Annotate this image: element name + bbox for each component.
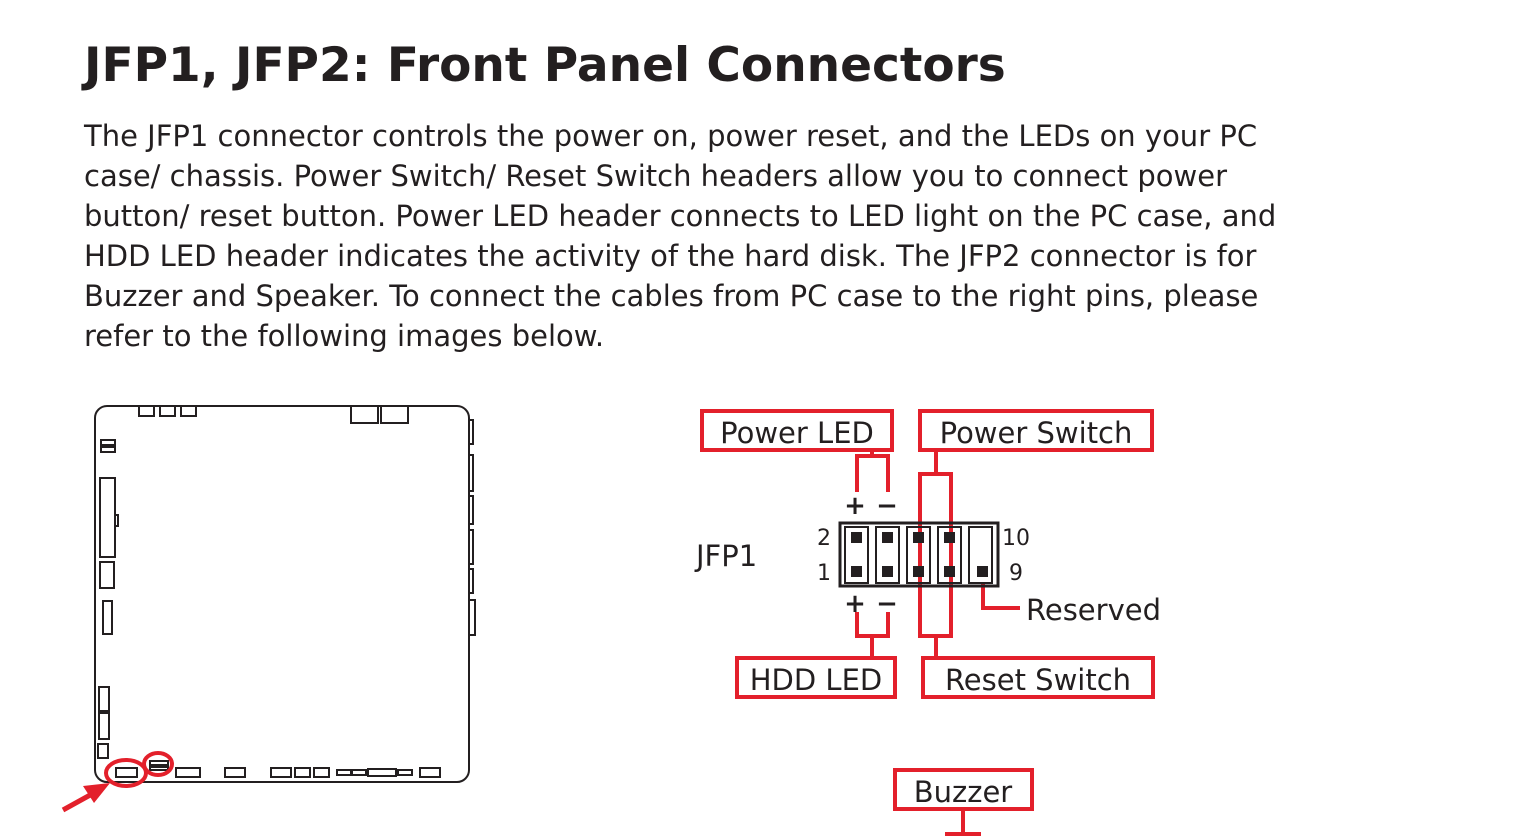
pin-cells xyxy=(844,526,993,584)
board-connector xyxy=(380,405,409,424)
board-header xyxy=(367,768,397,777)
highlight-circle-jfp2 xyxy=(142,751,174,777)
pin-4 xyxy=(882,532,893,543)
board-header xyxy=(351,769,367,776)
pin-cell xyxy=(844,526,869,584)
location-highlight xyxy=(61,751,174,813)
board-connector xyxy=(102,600,113,635)
polarity-minus-bottom: − xyxy=(876,589,898,619)
board-io xyxy=(468,495,474,525)
pin-6 xyxy=(913,532,924,543)
board-io xyxy=(468,568,474,594)
board-connector xyxy=(138,405,155,417)
board-connector xyxy=(97,743,109,759)
board-header-jfp2 xyxy=(149,766,169,771)
paragraph-line: Buzzer and Speaker. To connect the cable… xyxy=(84,279,1259,313)
polarity-plus-top: + xyxy=(844,491,866,521)
board-connector xyxy=(98,712,110,740)
leader-lines xyxy=(855,450,1020,658)
svg-text:HDD LED: HDD LED xyxy=(750,663,883,697)
board-io xyxy=(468,419,474,445)
svg-text:Power LED: Power LED xyxy=(720,416,874,450)
paragraph-line: button/ reset button. Power LED header c… xyxy=(84,199,1277,233)
label-reserved: Reserved xyxy=(1026,593,1161,627)
pin-cell xyxy=(875,526,900,584)
connector-name-label: JFP1 xyxy=(694,539,757,573)
board-header xyxy=(175,767,201,778)
board-header xyxy=(313,767,330,778)
board-connector xyxy=(100,439,116,446)
board-connector xyxy=(100,446,116,453)
highlight-circle-jfp1 xyxy=(104,758,148,788)
header-body xyxy=(838,521,1000,588)
board-connector xyxy=(350,405,379,424)
board-io xyxy=(468,599,476,636)
paragraph-line: refer to the following images below. xyxy=(84,319,605,353)
pin-number-label: 9 xyxy=(1009,561,1023,586)
label-power-led: Power LED xyxy=(700,409,894,452)
pin-8 xyxy=(944,532,955,543)
pin-number-label: 10 xyxy=(1002,526,1030,551)
switch-wire-loop xyxy=(918,472,953,638)
description-paragraph: The JFP1 connector controls the power on… xyxy=(84,116,1334,356)
pins xyxy=(851,532,988,577)
board-header xyxy=(397,769,413,776)
arrow-head-icon xyxy=(83,783,110,803)
board-header-jfp1 xyxy=(115,767,138,778)
board-notch xyxy=(114,514,119,527)
label-buzzer: Buzzer xyxy=(893,768,1034,811)
paragraph-line: case/ chassis. Power Switch/ Reset Switc… xyxy=(84,159,1228,193)
arrow-shaft xyxy=(61,791,94,813)
board-header xyxy=(336,769,352,776)
pin-5 xyxy=(913,566,924,577)
board-header xyxy=(224,767,246,778)
board-connector xyxy=(180,405,197,417)
label-power-switch: Power Switch xyxy=(918,409,1154,452)
pin-cell xyxy=(937,526,962,584)
pin-number-label: 1 xyxy=(817,561,831,586)
pin-3 xyxy=(882,566,893,577)
board-outline xyxy=(94,405,470,783)
label-hdd-led: HDD LED xyxy=(735,656,897,699)
polarity-plus-bottom: + xyxy=(844,589,866,619)
polarity-minus-top: − xyxy=(876,491,898,521)
board-io xyxy=(468,454,474,492)
svg-text:Reset Switch: Reset Switch xyxy=(945,663,1131,697)
paragraph-line: HDD LED header indicates the activity of… xyxy=(84,239,1257,273)
svg-text:Power Switch: Power Switch xyxy=(940,416,1133,450)
board-header xyxy=(419,767,441,778)
board-header xyxy=(270,767,292,778)
pin-2 xyxy=(851,532,862,543)
pin-9 xyxy=(977,566,988,577)
pin-cell xyxy=(906,526,931,584)
pin-1 xyxy=(851,566,862,577)
pin-7 xyxy=(944,566,955,577)
motherboard-illustration xyxy=(94,405,476,783)
jfp1-pinout: Power LED Power Switch HDD LED Reset Swi… xyxy=(694,409,1161,836)
svg-text:Buzzer: Buzzer xyxy=(914,775,1013,809)
paragraph-line: The JFP1 connector controls the power on… xyxy=(84,119,1258,153)
board-header-jfp2 xyxy=(149,760,169,766)
pin-number-label: 2 xyxy=(817,526,831,551)
board-connector xyxy=(99,561,115,589)
board-io xyxy=(468,529,474,565)
board-slot xyxy=(99,477,116,558)
board-connector xyxy=(159,405,176,417)
page-title: JFP1, JFP2: Front Panel Connectors xyxy=(84,38,1006,93)
power-led-bracket xyxy=(855,454,890,492)
reserved-leader xyxy=(981,582,1020,610)
label-reset-switch: Reset Switch xyxy=(921,656,1155,699)
pin-cell xyxy=(968,526,993,584)
board-header xyxy=(294,767,311,778)
board-connector xyxy=(98,686,110,712)
